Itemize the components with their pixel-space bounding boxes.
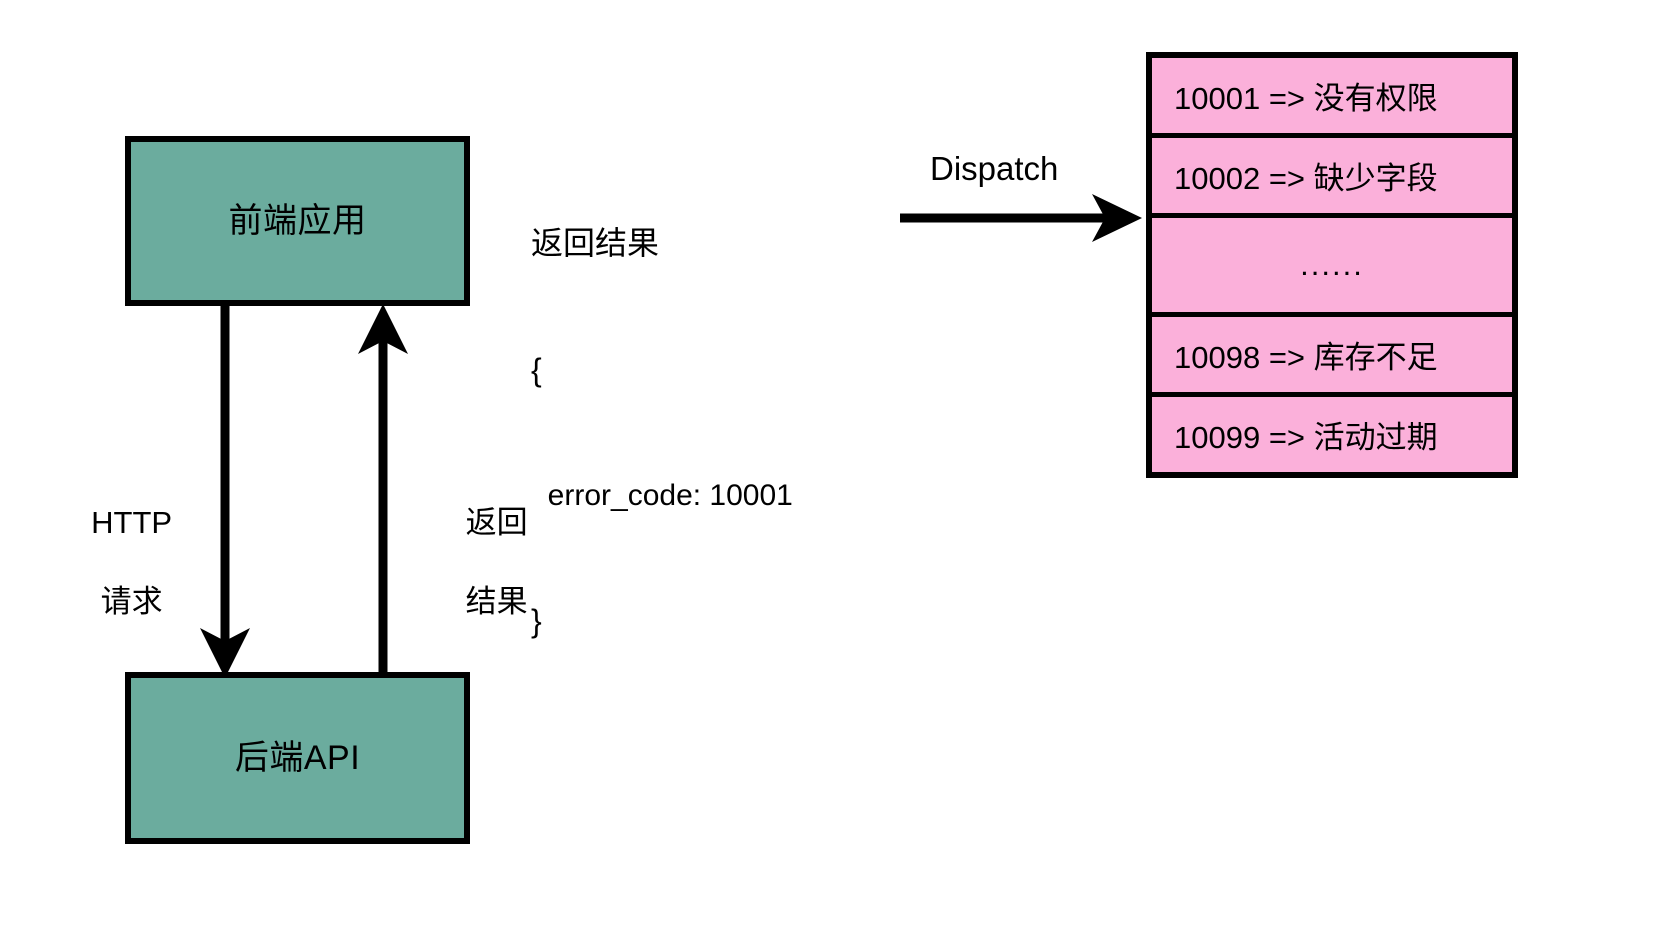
arrow-http-request bbox=[200, 306, 250, 678]
error-code-row-text: 10098 => 库存不足 bbox=[1174, 339, 1438, 375]
edge-label-http-request-line1: HTTP bbox=[91, 504, 173, 540]
error-code-table: 10001 => 没有权限 10002 => 缺少字段 ...... 10098… bbox=[1146, 52, 1518, 478]
edge-label-return-result: 返回 结果 bbox=[433, 463, 543, 622]
node-backend-api-label: 后端API bbox=[234, 738, 361, 777]
arrow-return-result bbox=[358, 304, 408, 672]
node-backend-api[interactable]: 后端API bbox=[125, 672, 470, 844]
response-payload-heading: 返回结果 bbox=[531, 225, 660, 262]
error-code-row-text: 10099 => 活动过期 bbox=[1174, 419, 1438, 455]
arrow-dispatch bbox=[900, 194, 1142, 242]
table-row[interactable]: ...... bbox=[1152, 218, 1512, 317]
node-frontend-app[interactable]: 前端应用 bbox=[125, 136, 470, 306]
table-row[interactable]: 10002 => 缺少字段 bbox=[1152, 138, 1512, 219]
table-row[interactable]: 10099 => 活动过期 bbox=[1152, 396, 1512, 472]
edge-label-dispatch: Dispatch bbox=[930, 150, 1059, 187]
response-payload-block: 返回结果 { error_code: 10001 } bbox=[531, 138, 793, 684]
table-row[interactable]: 10001 => 没有权限 bbox=[1152, 58, 1512, 139]
error-code-row-text: 10001 => 没有权限 bbox=[1174, 81, 1438, 117]
edge-label-http-request: HTTP 请求 bbox=[58, 463, 188, 622]
table-row[interactable]: 10098 => 库存不足 bbox=[1152, 316, 1512, 397]
edge-label-return-result-line1: 返回 bbox=[465, 504, 528, 540]
edge-label-return-result-line2: 结果 bbox=[465, 584, 528, 620]
node-frontend-app-label: 前端应用 bbox=[228, 201, 367, 240]
error-code-row-text: ...... bbox=[1300, 247, 1364, 282]
response-payload-error-code: error_code: 10001 bbox=[531, 478, 793, 512]
response-payload-open-brace: { bbox=[531, 352, 542, 389]
error-code-row-text: 10002 => 缺少字段 bbox=[1174, 161, 1438, 197]
edge-label-http-request-line2: 请求 bbox=[100, 584, 163, 620]
response-payload-close-brace: } bbox=[531, 602, 542, 639]
